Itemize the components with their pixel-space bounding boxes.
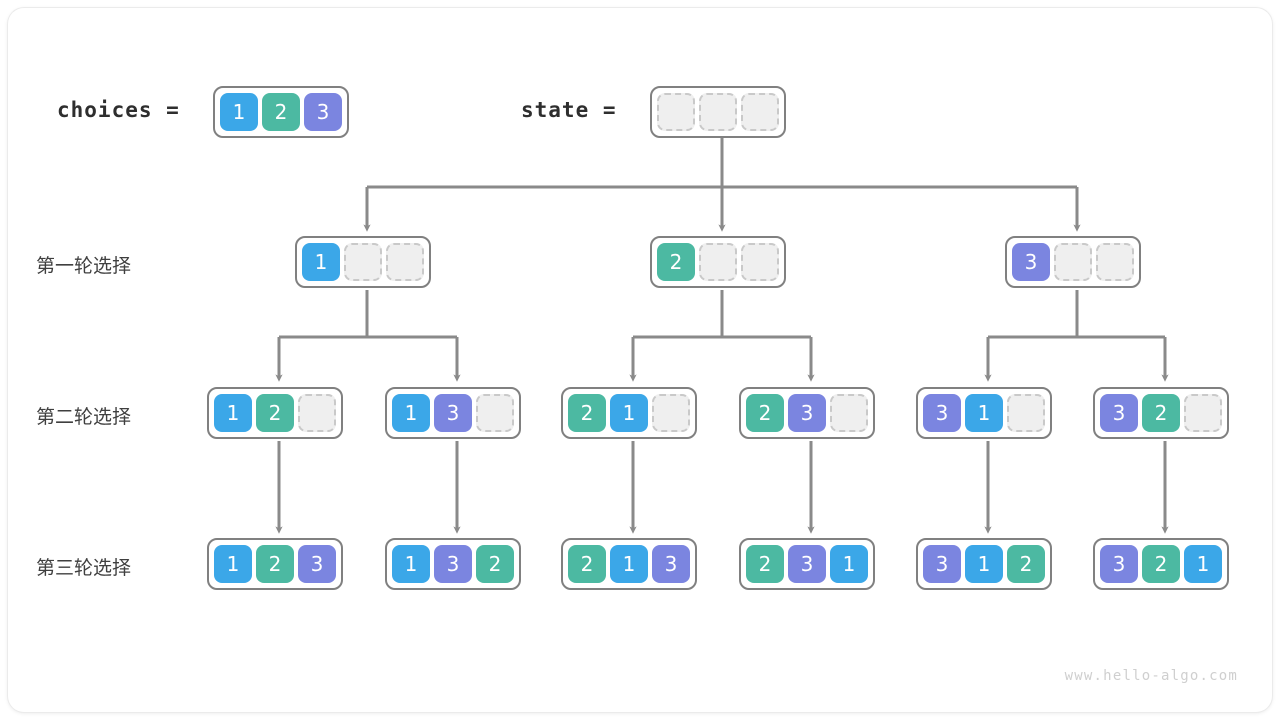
row-label-round3: 第三轮选择 xyxy=(36,557,132,579)
round2-node-5-cell-1: 2 xyxy=(1142,394,1180,432)
choices-array: 1 2 3 xyxy=(213,86,349,138)
round3-node-4-cell-0: 3 xyxy=(923,545,961,583)
round3-node-2: 2 1 3 xyxy=(561,538,697,590)
round3-node-0-cell-1: 2 xyxy=(256,545,294,583)
round2-node-0-cell-1: 2 xyxy=(256,394,294,432)
round3-node-5-cell-1: 2 xyxy=(1142,545,1180,583)
round2-node-2-cell-0: 2 xyxy=(568,394,606,432)
choices-cell-0: 1 xyxy=(220,93,258,131)
round3-node-3: 2 3 1 xyxy=(739,538,875,590)
round3-node-0-cell-0: 1 xyxy=(214,545,252,583)
round1-node-1-cell-2 xyxy=(741,243,779,281)
round2-node-5-cell-0: 3 xyxy=(1100,394,1138,432)
round2-node-3: 2 3 xyxy=(739,387,875,439)
round3-node-0-cell-2: 3 xyxy=(298,545,336,583)
watermark: www.hello-algo.com xyxy=(1064,668,1238,684)
round2-node-5: 3 2 xyxy=(1093,387,1229,439)
round1-node-2-cell-1 xyxy=(1054,243,1092,281)
round2-node-1: 1 3 xyxy=(385,387,521,439)
round3-node-2-cell-2: 3 xyxy=(652,545,690,583)
round2-node-4-cell-1: 1 xyxy=(965,394,1003,432)
round1-node-0-cell-2 xyxy=(386,243,424,281)
round2-node-2-cell-2 xyxy=(652,394,690,432)
round3-node-1-cell-0: 1 xyxy=(392,545,430,583)
round3-node-4-cell-2: 2 xyxy=(1007,545,1045,583)
choices-cell-1: 2 xyxy=(262,93,300,131)
round2-node-2-cell-1: 1 xyxy=(610,394,648,432)
round2-node-4: 3 1 xyxy=(916,387,1052,439)
state-cell-2 xyxy=(741,93,779,131)
round2-node-4-cell-0: 3 xyxy=(923,394,961,432)
round2-node-3-cell-0: 2 xyxy=(746,394,784,432)
round1-node-2-cell-2 xyxy=(1096,243,1134,281)
choices-cell-2: 3 xyxy=(304,93,342,131)
round2-node-5-cell-2 xyxy=(1184,394,1222,432)
round2-node-1-cell-1: 3 xyxy=(434,394,472,432)
row-label-round2: 第二轮选择 xyxy=(36,406,132,428)
round2-node-3-cell-2 xyxy=(830,394,868,432)
round2-node-0-cell-0: 1 xyxy=(214,394,252,432)
round3-node-0: 1 2 3 xyxy=(207,538,343,590)
round3-node-5-cell-0: 3 xyxy=(1100,545,1138,583)
state-cell-1 xyxy=(699,93,737,131)
round1-node-1-cell-0: 2 xyxy=(657,243,695,281)
round1-node-1-cell-1 xyxy=(699,243,737,281)
state-cell-0 xyxy=(657,93,695,131)
round3-node-1: 1 3 2 xyxy=(385,538,521,590)
round1-node-0: 1 xyxy=(295,236,431,288)
round3-node-2-cell-1: 1 xyxy=(610,545,648,583)
round3-node-5: 3 2 1 xyxy=(1093,538,1229,590)
round1-node-0-cell-1 xyxy=(344,243,382,281)
round2-node-1-cell-0: 1 xyxy=(392,394,430,432)
round3-node-5-cell-2: 1 xyxy=(1184,545,1222,583)
round3-node-1-cell-2: 2 xyxy=(476,545,514,583)
round3-node-3-cell-1: 3 xyxy=(788,545,826,583)
choices-label: choices = xyxy=(57,98,180,122)
state-array-root xyxy=(650,86,786,138)
round2-node-4-cell-2 xyxy=(1007,394,1045,432)
round2-node-1-cell-2 xyxy=(476,394,514,432)
round1-node-1: 2 xyxy=(650,236,786,288)
round2-node-0: 1 2 xyxy=(207,387,343,439)
round1-node-2-cell-0: 3 xyxy=(1012,243,1050,281)
round2-node-2: 2 1 xyxy=(561,387,697,439)
canvas-card xyxy=(8,8,1272,712)
round3-node-3-cell-2: 1 xyxy=(830,545,868,583)
round2-node-0-cell-2 xyxy=(298,394,336,432)
round3-node-1-cell-1: 3 xyxy=(434,545,472,583)
round3-node-3-cell-0: 2 xyxy=(746,545,784,583)
round3-node-2-cell-0: 2 xyxy=(568,545,606,583)
round1-node-0-cell-0: 1 xyxy=(302,243,340,281)
round1-node-2: 3 xyxy=(1005,236,1141,288)
round3-node-4: 3 1 2 xyxy=(916,538,1052,590)
round3-node-4-cell-1: 1 xyxy=(965,545,1003,583)
state-label: state = xyxy=(521,98,617,122)
round2-node-3-cell-1: 3 xyxy=(788,394,826,432)
row-label-round1: 第一轮选择 xyxy=(36,255,132,277)
